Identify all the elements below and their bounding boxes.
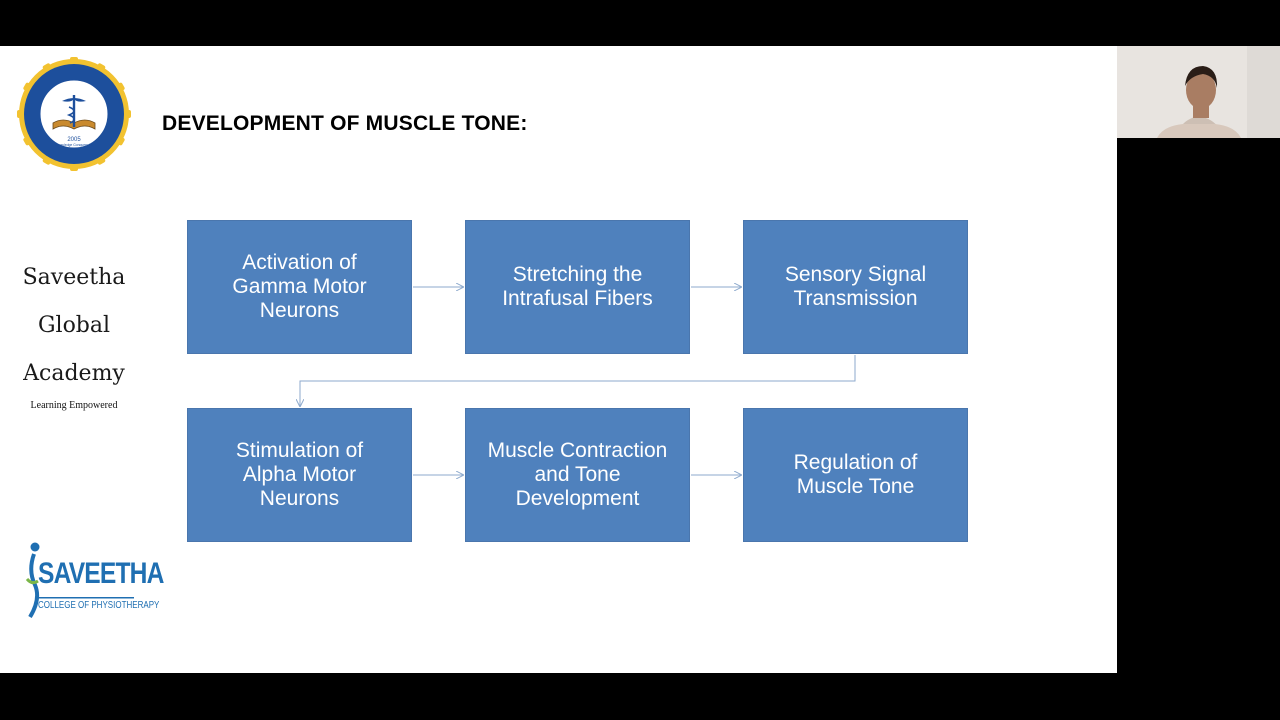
connector-3-4 [300, 355, 856, 406]
step-2-line1: Stretching the [512, 263, 643, 286]
step-4-line2: Alpha Motor [242, 463, 357, 486]
academy-name-line2: Global [37, 313, 111, 338]
step-3-line2: Transmission [793, 287, 918, 310]
step-6-line1: Regulation of [793, 451, 918, 474]
seal-year: 2005 [67, 137, 81, 143]
institute-seal-logo: 2005 Knowledge Conquers All [17, 57, 131, 171]
step-4-line1: Stimulation of [235, 439, 364, 462]
flow-connectors [0, 46, 856, 673]
step-1-line1: Activation of [242, 251, 357, 274]
flow-step-sensory-signal: Sensory Signal Transmission [743, 220, 968, 354]
step-6-line2: Muscle Tone [796, 475, 915, 498]
academy-name-line3: Academy [23, 361, 125, 386]
flow-step-muscle-contraction: Muscle Contraction and Tone Development [465, 408, 690, 542]
college-logo-word: SAVEETHA [38, 557, 164, 590]
step-1-line2: Gamma Motor [232, 275, 367, 298]
flow-step-intrafusal-stretch: Stretching the Intrafusal Fibers [465, 220, 690, 354]
flow-step-tone-regulation: Regulation of Muscle Tone [743, 408, 968, 542]
presenter-silhouette-icon [1117, 46, 1280, 138]
step-5-line3: Development [515, 487, 640, 510]
college-logo-subtitle: COLLEGE OF PHYSIOTHERAPY [38, 600, 160, 611]
slide: 2005 Knowledge Conquers All DEVELOPMENT … [0, 46, 1117, 673]
slide-title: DEVELOPMENT OF MUSCLE TONE: [162, 112, 528, 135]
logo-divider [36, 597, 134, 599]
seal-motto: Knowledge Conquers All [56, 143, 93, 147]
step-4-line3: Neurons [259, 487, 340, 510]
step-3-line1: Sensory Signal [784, 263, 927, 286]
flow-step-gamma-activation: Activation of Gamma Motor Neurons [187, 220, 412, 354]
academy-tagline: Learning Empowered [30, 400, 118, 411]
step-5-line2: and Tone [534, 463, 621, 486]
step-2-line2: Intrafusal Fibers [502, 287, 653, 310]
academy-name-line1: Saveetha [22, 265, 126, 290]
college-logo: SAVEETHA COLLEGE OF PHYSIOTHERAPY [22, 541, 164, 621]
flow-step-alpha-stimulation: Stimulation of Alpha Motor Neurons [187, 408, 412, 542]
figure-icon [25, 542, 40, 619]
presenter-webcam [1117, 46, 1280, 138]
step-1-line3: Neurons [259, 299, 340, 322]
academy-brand: Saveetha Global Academy Learning Empower… [0, 254, 148, 411]
step-5-line1: Muscle Contraction [487, 439, 668, 462]
